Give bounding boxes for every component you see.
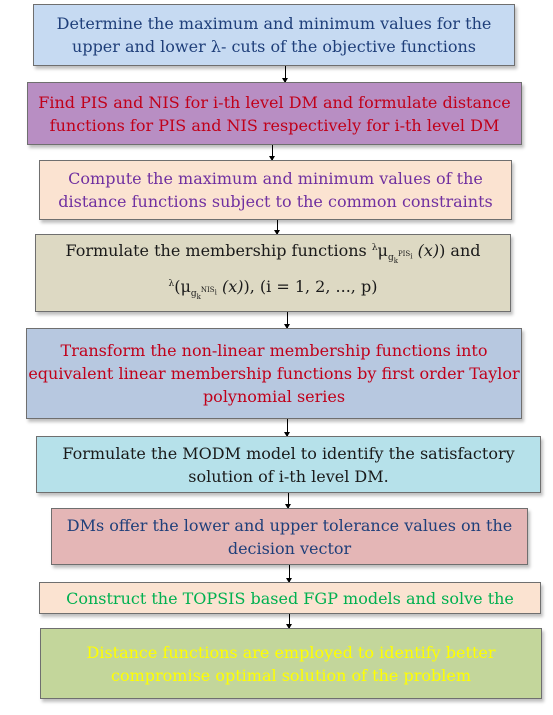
step-9-line-2: compromise optimal solution of the probl…	[111, 665, 471, 685]
arrow-5	[284, 419, 290, 437]
step-2-line-2: functions for PIS and NIS respectively f…	[49, 115, 500, 135]
step-6-line-1: Formulate the MODM model to identify the…	[62, 443, 515, 463]
step-1-box: Determine the maximum and minimum values…	[33, 4, 515, 66]
step-3-line-2: distance functions subject to the common…	[58, 192, 493, 211]
step-3-line-1: Compute the maximum and minimum values o…	[68, 169, 483, 188]
arrow-8	[286, 614, 292, 629]
arrow-3	[274, 220, 280, 235]
step-1-line-2: upper and lower λ- cuts of the objective…	[72, 37, 476, 56]
step-4-line-1-text: Formulate the membership functions	[65, 241, 367, 261]
step-4-line-1-and: and	[445, 241, 481, 261]
step-4-line-1: Formulate the membership functions λμgkP…	[65, 237, 480, 273]
membership-function-pis: λμgkPISi (x))	[371, 241, 446, 265]
step-2-line-1: Find PIS and NIS for i-th level DM and f…	[38, 92, 511, 112]
step-5-line-2: equivalent linear membership functions b…	[28, 364, 520, 383]
step-9-box: Distance functions are employed to ident…	[40, 628, 542, 699]
step-8-line-1: Construct the TOPSIS based FGP models an…	[66, 588, 514, 608]
step-7-box: DMs offer the lower and upper tolerance …	[51, 508, 528, 565]
step-6-line-2: solution of i-th level DM.	[188, 466, 389, 486]
step-4-box: Formulate the membership functions λμgkP…	[35, 234, 511, 312]
step-4-line-2: λ(μgkNISi (x)), (i = 1, 2, ..., p)	[169, 273, 378, 309]
arrow-4	[284, 312, 290, 329]
arrow-1	[282, 66, 288, 83]
arrow-2	[269, 145, 275, 161]
membership-function-nis: λ(μgkNISi (x))	[168, 277, 250, 301]
step-3-box: Compute the maximum and minimum values o…	[39, 160, 512, 220]
step-5-line-1: Transform the non-linear membership func…	[60, 341, 488, 360]
arrow-6	[285, 493, 291, 509]
step-5-box: Transform the non-linear membership func…	[26, 328, 522, 419]
arrow-7	[286, 565, 292, 583]
step-2-box: Find PIS and NIS for i-th level DM and f…	[27, 82, 522, 145]
step-9-line-1: Distance functions are employed to ident…	[86, 642, 496, 662]
step-7-line-1: DMs offer the lower and upper tolerance …	[66, 515, 513, 535]
step-1-line-1: Determine the maximum and minimum values…	[56, 14, 492, 33]
step-5-line-3: polynomial series	[202, 387, 346, 406]
step-4-line-2-text: , (i = 1, 2, ..., p)	[249, 277, 378, 296]
step-6-box: Formulate the MODM model to identify the…	[36, 436, 541, 493]
step-8-box: Construct the TOPSIS based FGP models an…	[39, 582, 541, 614]
step-7-line-2: decision vector	[227, 538, 352, 558]
